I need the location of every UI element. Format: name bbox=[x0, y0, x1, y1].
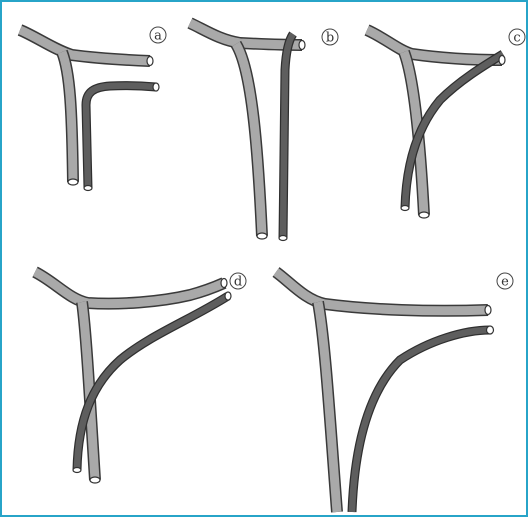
panel-c-label: c bbox=[509, 29, 525, 46]
svg-text:a: a bbox=[154, 29, 162, 44]
panel-b-label: b bbox=[322, 29, 338, 46]
svg-text:b: b bbox=[326, 31, 334, 46]
svg-text:c: c bbox=[513, 31, 520, 46]
panel-d-label: d bbox=[230, 273, 246, 290]
panel-e-label: e bbox=[497, 273, 513, 290]
panel-c: c bbox=[367, 29, 525, 218]
svg-text:e: e bbox=[501, 275, 509, 290]
panel-a-label: a bbox=[150, 27, 166, 44]
panel-e: e bbox=[276, 272, 513, 512]
panel-d: d bbox=[35, 272, 246, 483]
panel-b: b bbox=[190, 23, 338, 241]
panel-a: a bbox=[20, 27, 166, 191]
svg-text:d: d bbox=[234, 275, 242, 290]
